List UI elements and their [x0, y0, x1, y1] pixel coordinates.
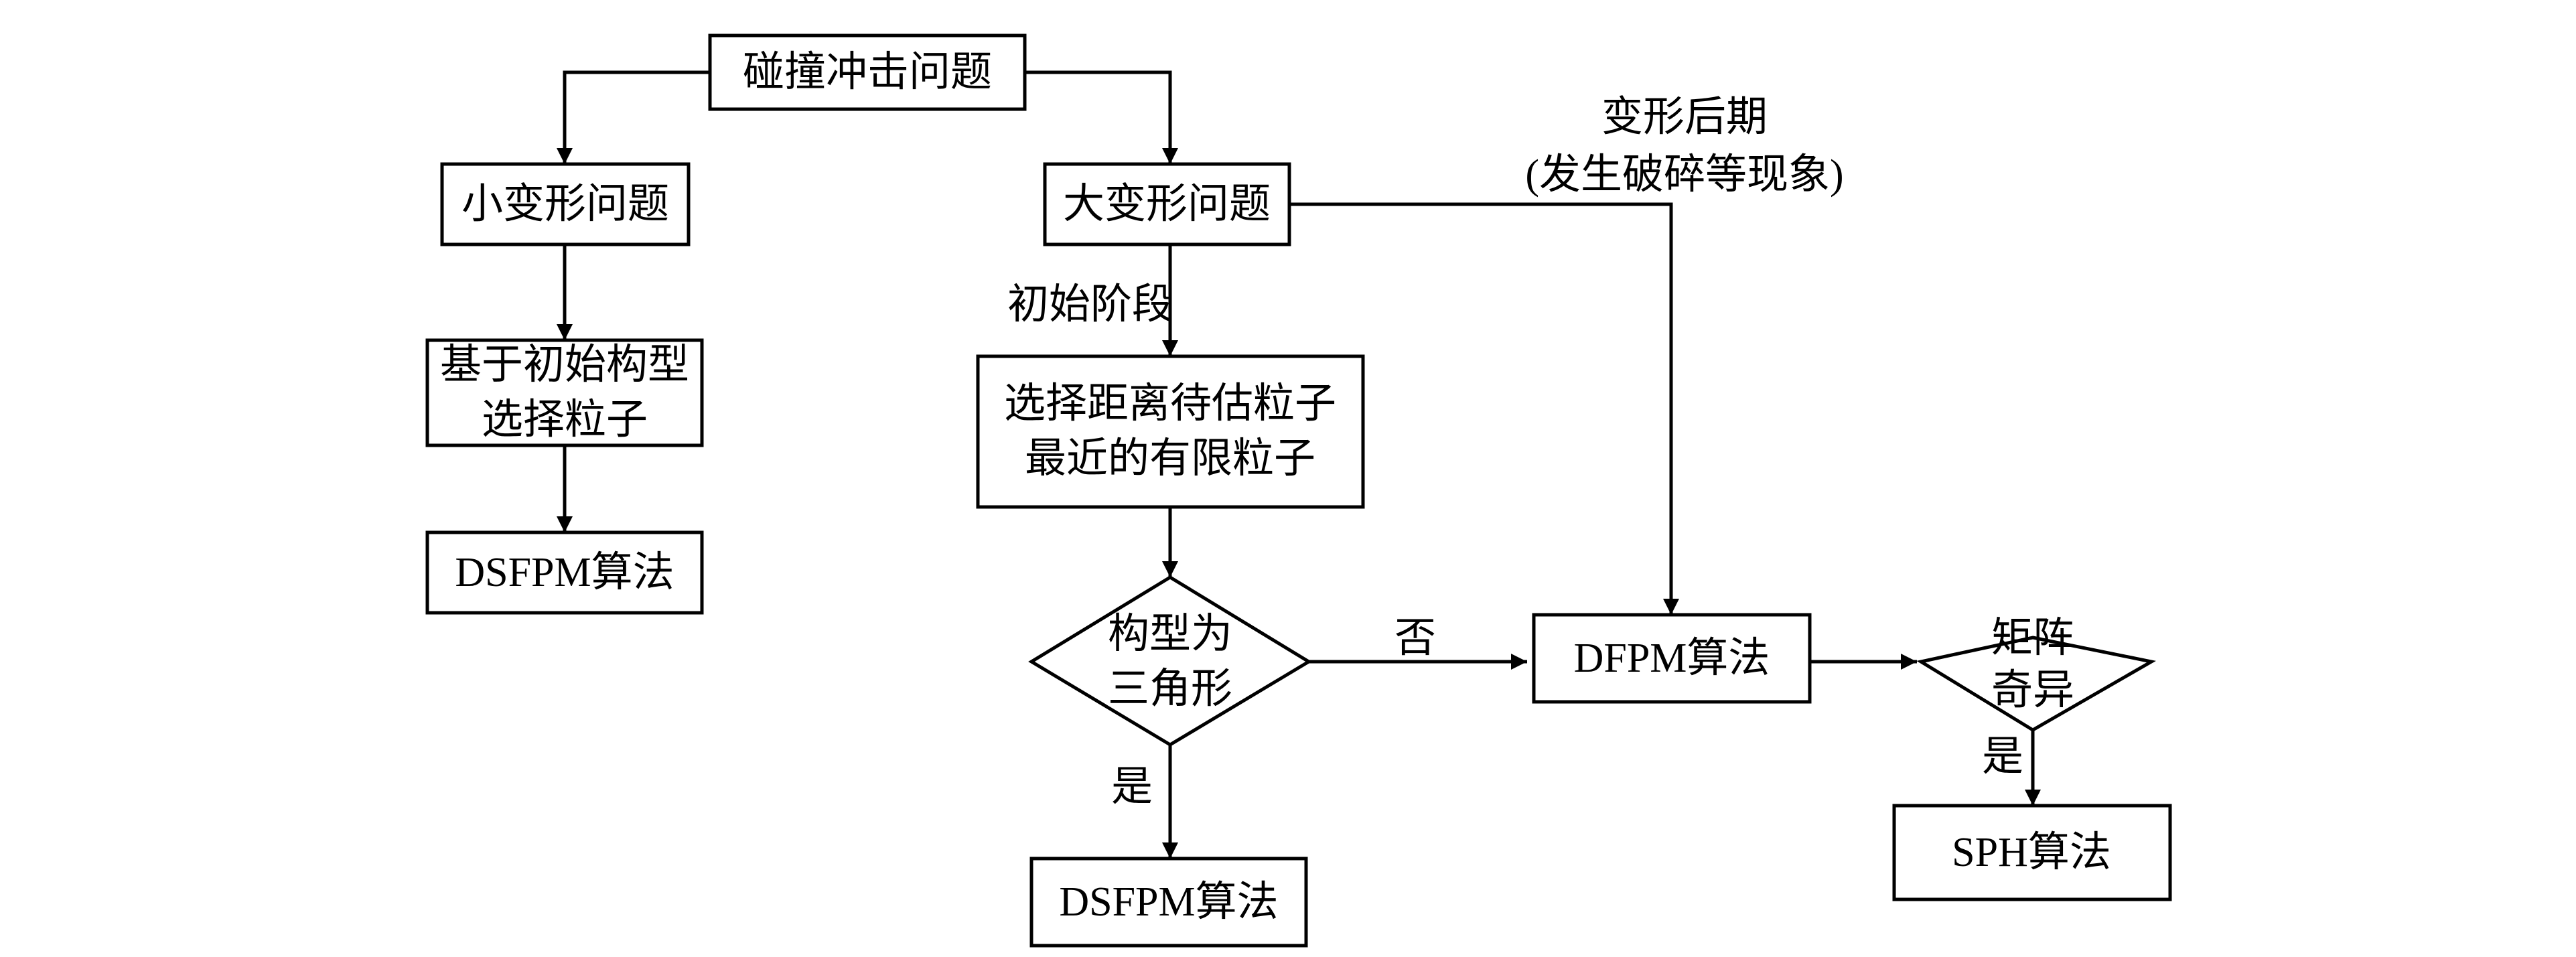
node-select-initial-label: 基于初始构型选择粒子 — [440, 342, 689, 443]
edge-labels: 初始阶段 变形后期 (发生破碎等现象) 否 是 是 — [1007, 94, 2023, 810]
edge-root-to-small — [557, 70, 710, 164]
edge-label-initial-stage: 初始阶段 — [1007, 282, 1173, 327]
node-small-deform-box — [440, 162, 691, 246]
node-dsfpm-bottom-label: DSFPM算法 — [1059, 879, 1278, 925]
edge-label-no: 否 — [1394, 615, 1436, 661]
node-dsfpm-bottom-label-line-1: DSFPM算法 — [1059, 879, 1278, 925]
edge-label-initial-stage-line-1: 初始阶段 — [1007, 282, 1173, 327]
node-triangle-decision-label: 构型为三角形 — [1108, 611, 1232, 712]
node-select-nearest-label-line-1: 选择距离待估粒子 — [1004, 381, 1336, 427]
node-root-label-line-1: 碰撞冲击问题 — [743, 50, 992, 95]
node-select-nearest-label-line-2: 最近的有限粒子 — [1025, 436, 1315, 482]
edge-label-yes-matrix-line-1: 是 — [1982, 734, 2023, 780]
node-dfpm-box — [1532, 613, 1812, 704]
edge-root-to-large — [1025, 70, 1178, 164]
edge-label-no-line-1: 否 — [1394, 615, 1436, 661]
node-large-deform-box — [1043, 162, 1291, 246]
node-triangle-decision-shape — [1028, 575, 1312, 747]
edge-label-yes-triangle: 是 — [1111, 764, 1153, 810]
node-matrix-decision-label-line-1: 矩阵 — [1991, 615, 2074, 661]
node-select-initial-box — [425, 338, 704, 447]
node-small-deform-label-line-1: 小变形问题 — [461, 181, 669, 227]
node-matrix-decision-label-line-2: 奇异 — [1991, 668, 2074, 713]
node-triangle-decision-label-line-2: 三角形 — [1108, 666, 1232, 712]
node-large-deform-label-line-1: 大变形问题 — [1063, 181, 1271, 227]
node-sph-box — [1892, 804, 2172, 901]
node-dsfpm-left-box — [425, 530, 704, 615]
node-matrix-decision-label: 矩阵奇异 — [1991, 615, 2074, 713]
node-select-initial-label-line-1: 基于初始构型 — [440, 342, 689, 388]
node-sph-label: SPH算法 — [1952, 830, 2111, 875]
node-dsfpm-left-label-line-1: DSFPM算法 — [455, 550, 674, 595]
edge-label-late-stage: 变形后期 (发生破碎等现象) — [1525, 94, 1843, 198]
node-large-deform-label: 大变形问题 — [1063, 181, 1271, 227]
edges — [557, 70, 2041, 859]
node-sph-label-line-1: SPH算法 — [1952, 830, 2111, 875]
node-select-nearest-box — [976, 354, 1365, 509]
node-triangle-decision-label-line-1: 构型为 — [1108, 611, 1232, 657]
edge-label-yes-matrix: 是 — [1982, 734, 2023, 780]
node-matrix-decision-shape — [1916, 636, 2156, 732]
node-select-initial-label-line-2: 选择粒子 — [482, 397, 648, 443]
edge-large-to-dfpm — [1289, 202, 1679, 615]
node-dfpm-label-line-1: DFPM算法 — [1574, 636, 1770, 681]
node-dsfpm-left-label: DSFPM算法 — [455, 550, 674, 595]
node-dfpm-label: DFPM算法 — [1574, 636, 1770, 681]
node-dsfpm-bottom-box — [1029, 857, 1308, 948]
node-labels: 碰撞冲击问题 小变形问题 大变形问题 基于初始构型选择粒子 DSFPM算法 选择… — [440, 50, 2111, 925]
node-select-nearest-label: 选择距离待估粒子最近的有限粒子 — [1004, 381, 1336, 482]
edge-label-late-stage-line-2: (发生破碎等现象) — [1525, 152, 1843, 198]
edge-label-late-stage-line-1: 变形后期 — [1601, 94, 1768, 140]
nodes — [425, 33, 2172, 948]
node-small-deform-label: 小变形问题 — [461, 181, 669, 227]
edge-label-yes-triangle-line-1: 是 — [1111, 764, 1153, 810]
node-root-label: 碰撞冲击问题 — [743, 50, 992, 95]
node-root-box — [708, 33, 1027, 111]
